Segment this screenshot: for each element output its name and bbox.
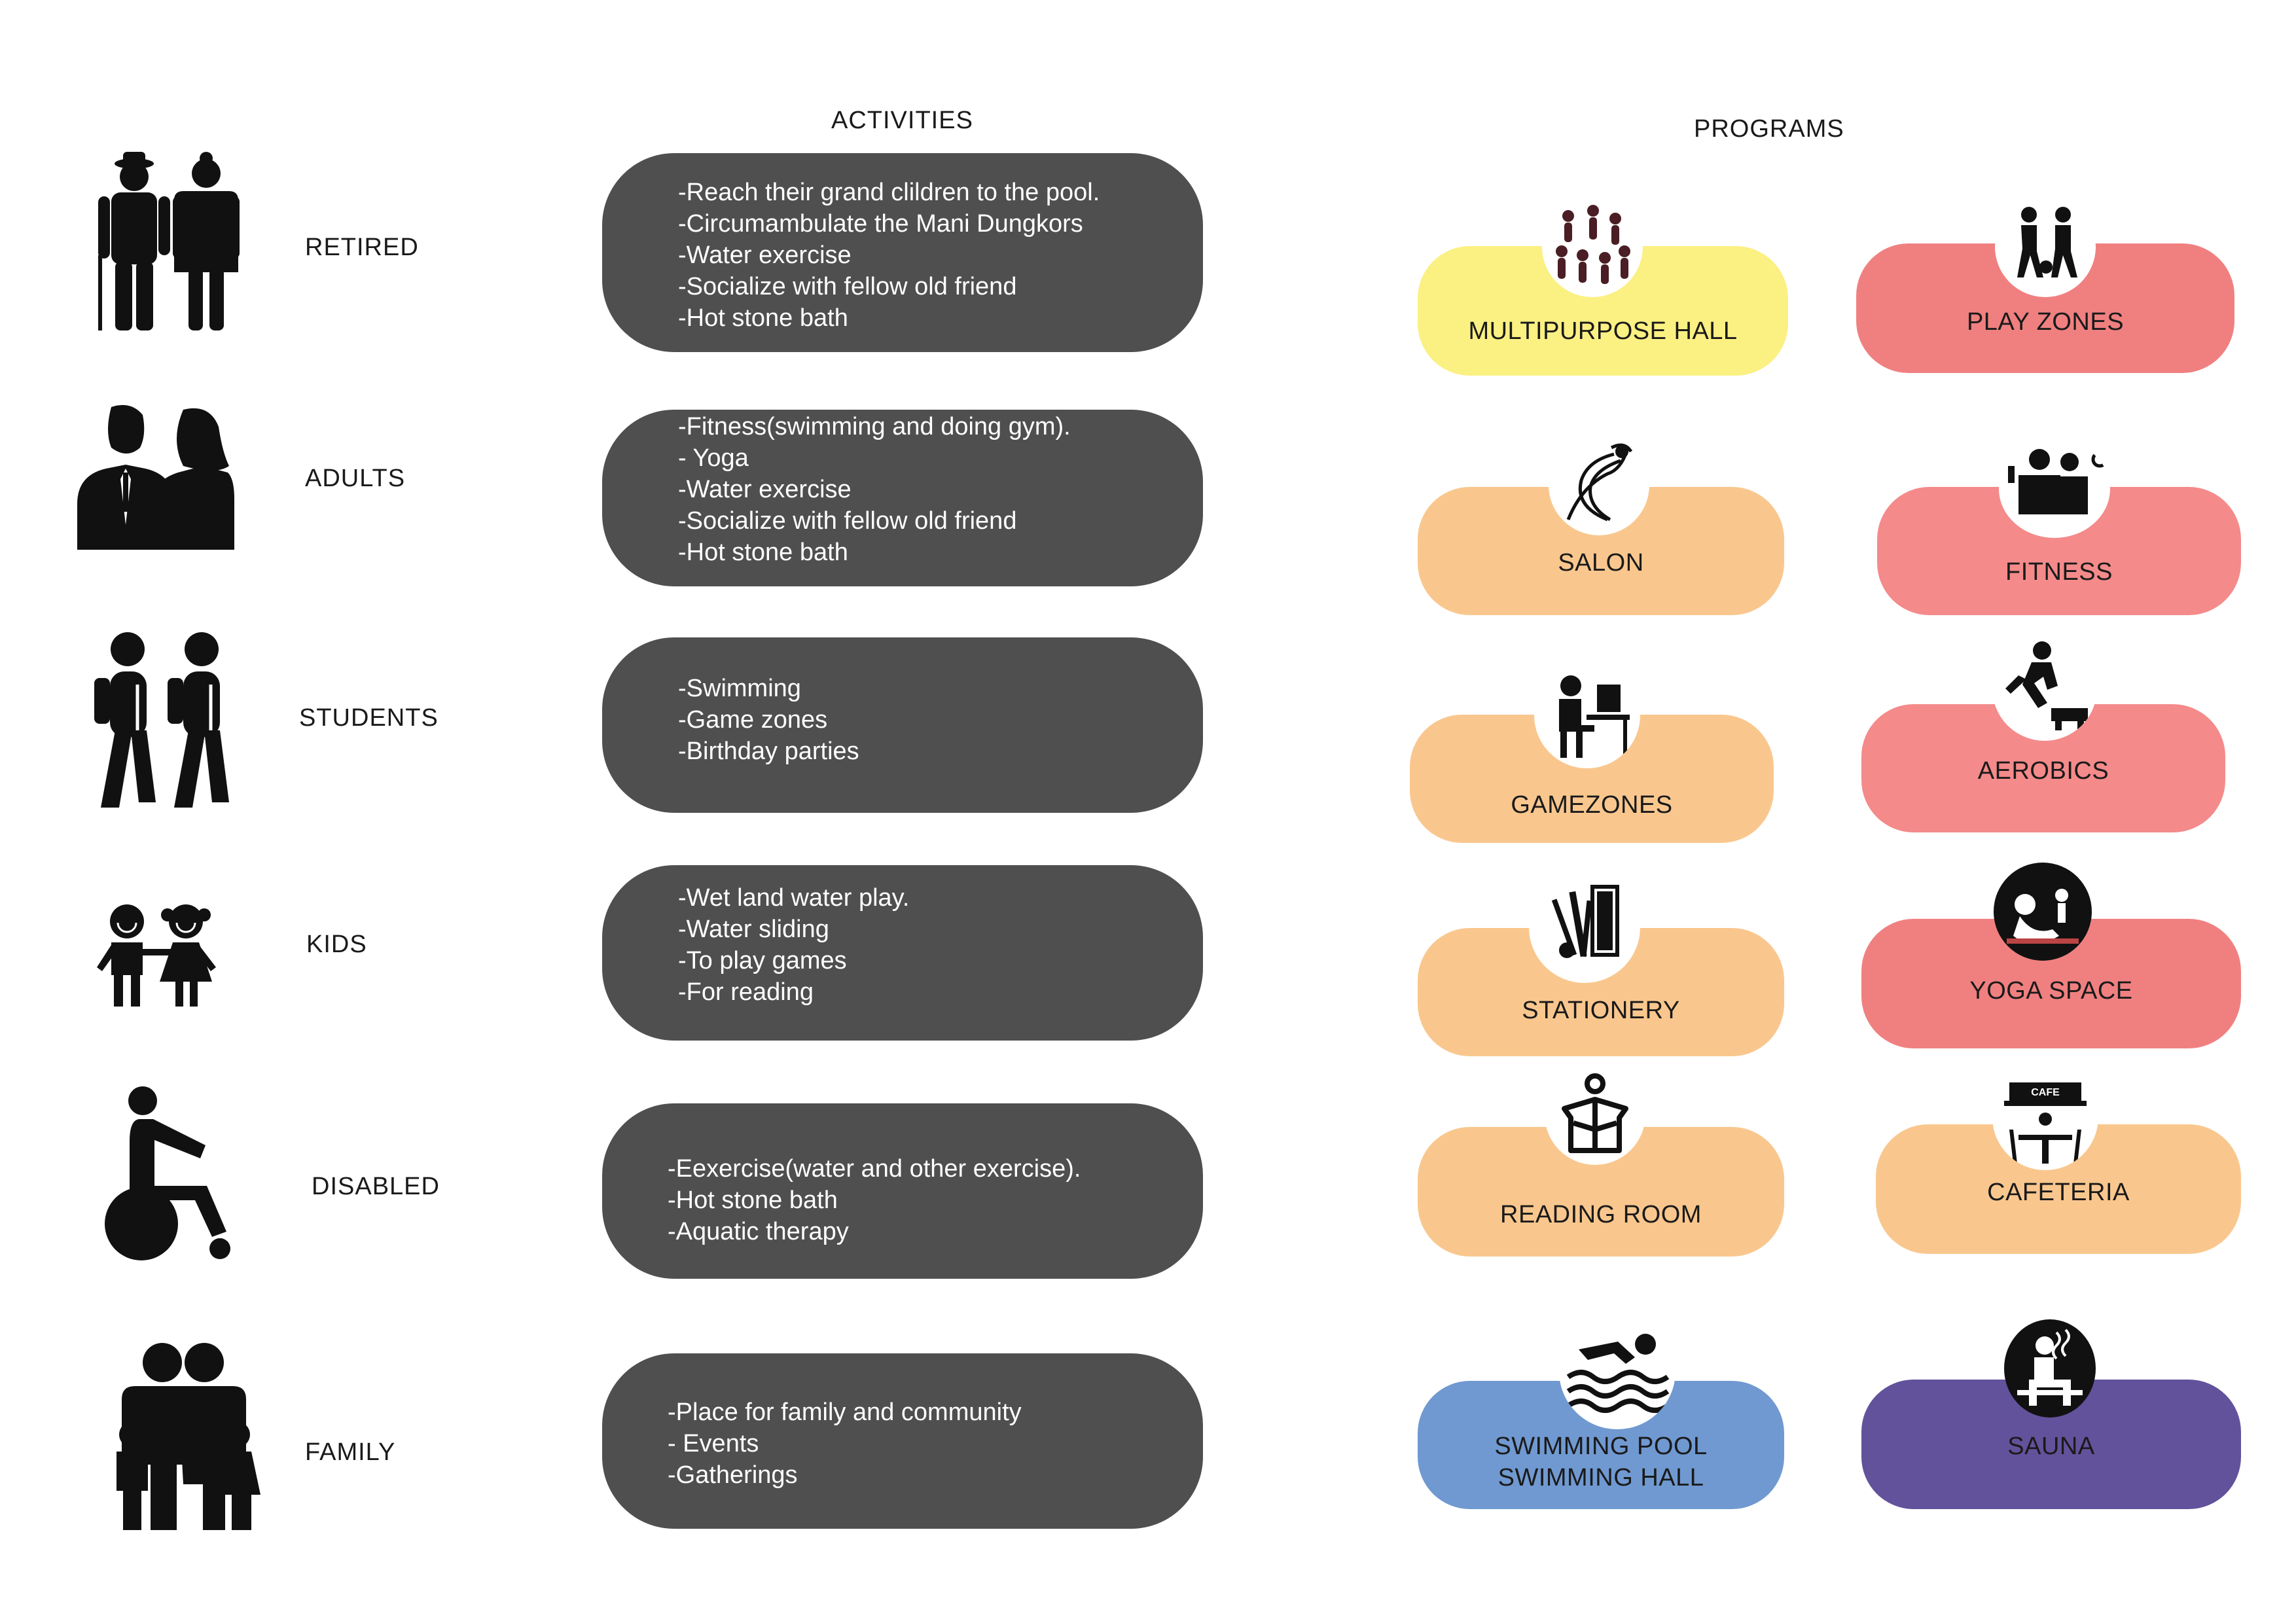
program-label: FITNESS xyxy=(2005,558,2113,586)
stationery-tools-icon xyxy=(1529,872,1640,983)
activity-line: -Place for family and community xyxy=(668,1399,1022,1426)
user-label-family: FAMILY xyxy=(305,1438,396,1466)
activity-box-disabled: -Eexercise(water and other exercise). -H… xyxy=(602,1103,1203,1279)
activity-line: -Gatherings xyxy=(668,1461,798,1489)
wheelchair-icon xyxy=(105,1086,230,1260)
activity-line: -Swimming xyxy=(678,675,801,702)
activity-line: -Aquatic therapy xyxy=(668,1218,849,1245)
user-label-students: STUDENTS xyxy=(299,704,439,732)
cafe-sign-text: CAFE xyxy=(2031,1087,2060,1098)
family-icon xyxy=(117,1343,260,1530)
activity-line: -Hot stone bath xyxy=(678,539,848,566)
program-label: SWIMMING POOL SWIMMING HALL xyxy=(1494,1433,1708,1491)
swimmer-icon xyxy=(1559,1313,1676,1429)
yoga-pose-icon xyxy=(1994,863,2092,961)
activity-box-kids: -Wet land water play. -Water sliding -To… xyxy=(602,865,1203,1041)
programs-heading: PROGRAMS xyxy=(1694,115,1844,143)
program-label: AEROBICS xyxy=(1977,757,2109,785)
activity-line: -Reach their grand clildren to the pool. xyxy=(678,179,1100,206)
program-label: MULTIPURPOSE HALL xyxy=(1468,317,1738,345)
program-label: YOGA SPACE xyxy=(1969,977,2133,1005)
activity-line: -Game zones xyxy=(678,706,828,734)
program-label: SAUNA xyxy=(2007,1433,2095,1460)
activity-box-adults: -Fitness(swimming and doing gym). - Yoga… xyxy=(602,410,1203,586)
activity-line: -Hot stone bath xyxy=(678,304,848,332)
user-label-kids: KIDS xyxy=(306,931,367,958)
program-label: READING ROOM xyxy=(1500,1201,1702,1228)
activity-line: -Hot stone bath xyxy=(668,1186,838,1214)
program-label: CAFETERIA xyxy=(1987,1179,2130,1206)
activity-line: -Birthday parties xyxy=(678,738,859,765)
activity-line: -Water sliding xyxy=(678,916,829,943)
user-label-disabled: DISABLED xyxy=(312,1173,440,1200)
hair-salon-icon xyxy=(1549,435,1649,535)
elderly-couple-icon xyxy=(98,152,240,330)
person-reading-icon xyxy=(1545,1064,1645,1165)
program-label: SALON xyxy=(1558,549,1644,577)
program-label: STATIONERY xyxy=(1522,997,1680,1024)
activity-line: -Water exercise xyxy=(678,241,852,269)
step-aerobics-icon xyxy=(1992,636,2097,741)
dumbbell-couple-icon xyxy=(1999,440,2110,538)
activity-line: -To play games xyxy=(678,947,847,974)
activity-line: -Socialize with fellow old friend xyxy=(678,507,1017,535)
activity-line: -Eexercise(water and other exercise). xyxy=(668,1155,1081,1183)
adult-couple-icon xyxy=(77,404,234,550)
activity-box-retired: -Reach their grand clildren to the pool.… xyxy=(602,153,1203,352)
activity-line: -Water exercise xyxy=(678,476,852,503)
cafe-table-icon: CAFE xyxy=(1992,1064,2098,1170)
sauna-person-icon xyxy=(2004,1319,2096,1418)
kids-playing-ball-icon xyxy=(1995,196,2096,297)
activity-box-family: -Place for family and community - Events… xyxy=(602,1353,1203,1529)
computer-gamer-icon xyxy=(1534,662,1640,768)
students-backpack-icon xyxy=(94,632,229,808)
activity-line: -Wet land water play. xyxy=(678,884,910,912)
activity-line: -Circumambulate the Mani Dungkors xyxy=(678,210,1083,238)
activity-line: -Fitness(swimming and doing gym). xyxy=(678,413,1071,440)
activity-line: - Events xyxy=(668,1430,759,1457)
activity-line: -Socialize with fellow old friend xyxy=(678,273,1017,300)
activity-line: - Yoga xyxy=(678,444,749,472)
people-crowd-icon xyxy=(1542,196,1643,297)
kids-holding-hands-icon xyxy=(97,904,216,1007)
program-label: GAMEZONES xyxy=(1511,791,1673,819)
activities-heading: ACTIVITIES xyxy=(831,107,973,134)
user-label-adults: ADULTS xyxy=(305,465,406,492)
user-label-retired: RETIRED xyxy=(305,234,419,261)
program-label: PLAY ZONES xyxy=(1966,308,2125,336)
activity-line: -For reading xyxy=(678,978,814,1006)
activity-box-students: -Swimming -Game zones -Birthday parties xyxy=(602,637,1203,813)
